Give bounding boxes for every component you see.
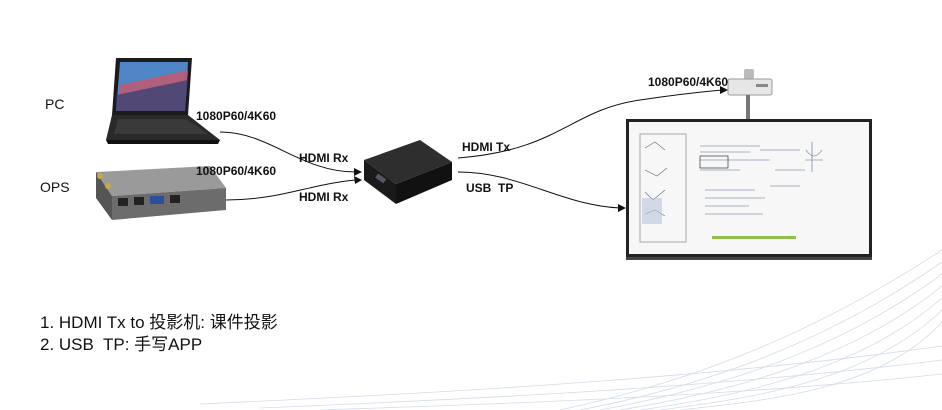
background-swoosh: [200, 250, 942, 410]
usb-tp-label: USB TP: [466, 181, 513, 195]
pc-hdmi-rx-label: HDMI Rx: [299, 151, 348, 165]
projector-icon: [728, 69, 772, 119]
projector-resolution-label: 1080P60/4K60: [648, 75, 728, 89]
note-item-1: 1. HDMI Tx to 投影机: 课件投影: [40, 312, 278, 334]
ops-hdmi-rx-label: HDMI Rx: [299, 190, 348, 204]
ops-label: OPS: [40, 179, 70, 195]
laptop-icon: [106, 58, 220, 144]
ops-resolution-label: 1080P60/4K60: [196, 164, 276, 178]
hdmi-tx-label: HDMI Tx: [462, 140, 510, 154]
switch-box-icon: [364, 140, 452, 204]
pc-label: PC: [45, 96, 64, 112]
note-item-2: 2. USB TP: 手写APP: [40, 334, 278, 356]
whiteboard-screen: [626, 119, 872, 260]
pc-resolution-label: 1080P60/4K60: [196, 109, 276, 123]
notes-list: 1. HDMI Tx to 投影机: 课件投影 2. USB TP: 手写APP: [40, 312, 278, 356]
